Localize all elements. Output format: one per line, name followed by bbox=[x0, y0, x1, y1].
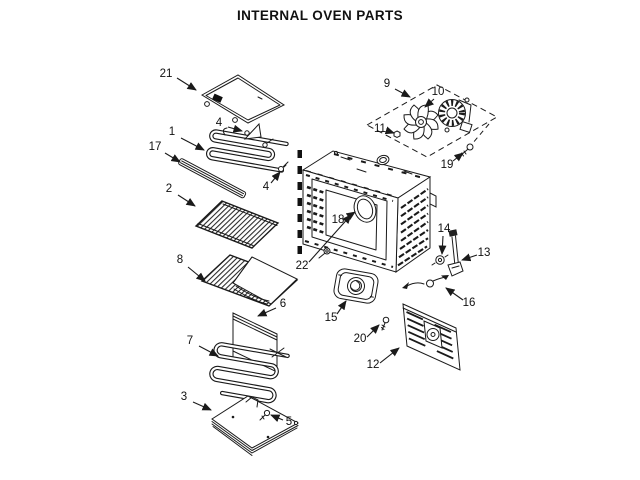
callout-number: 14 bbox=[438, 223, 451, 235]
callout-13: 13 bbox=[461, 247, 491, 262]
screw-19 bbox=[459, 123, 490, 157]
callout-12: 12 bbox=[367, 347, 400, 371]
callout-number: 13 bbox=[478, 247, 491, 259]
callout-17: 17 bbox=[149, 141, 181, 163]
hinge-strip bbox=[297, 150, 302, 254]
callout-16: 16 bbox=[445, 287, 476, 309]
part-fan-assembly bbox=[365, 84, 499, 158]
leader-line bbox=[438, 235, 447, 255]
callout-9: 9 bbox=[384, 78, 411, 98]
leader-line bbox=[192, 401, 212, 411]
leader-line bbox=[187, 266, 206, 282]
callout-number: 17 bbox=[149, 141, 162, 153]
leader-line bbox=[424, 98, 435, 108]
callout-7: 7 bbox=[187, 335, 219, 357]
leader-line bbox=[270, 414, 284, 422]
callout-number: 19 bbox=[441, 159, 454, 171]
leader-line bbox=[394, 88, 411, 98]
callout-5: 5 bbox=[270, 414, 292, 428]
fan-blade bbox=[403, 104, 439, 140]
callout-number: 11 bbox=[374, 123, 386, 135]
callout-1: 1 bbox=[169, 126, 205, 151]
callout-21: 21 bbox=[160, 68, 197, 91]
callout-3: 3 bbox=[181, 391, 212, 411]
callout-14: 14 bbox=[438, 223, 451, 255]
callout-19: 19 bbox=[441, 152, 464, 171]
callout-number: 18 bbox=[332, 214, 345, 226]
callout-2: 2 bbox=[166, 183, 196, 207]
leader-line bbox=[379, 347, 400, 364]
callout-15: 15 bbox=[325, 300, 347, 324]
callout-number: 20 bbox=[354, 333, 367, 345]
leader-line bbox=[336, 300, 347, 315]
callout-number: 4 bbox=[216, 117, 223, 129]
callout-number: 15 bbox=[325, 312, 338, 324]
callout-8: 8 bbox=[177, 254, 206, 282]
leader-line bbox=[461, 253, 478, 262]
leader-line bbox=[308, 214, 352, 263]
leader-line bbox=[345, 211, 356, 221]
callout-layer: 21 4 1 17 2 8 4 22 6 7 3 5 9 10 11 19 18 14 13 16 15 20 12 bbox=[149, 68, 491, 428]
leader-line bbox=[198, 345, 219, 357]
leader-line bbox=[452, 152, 464, 162]
leader-line bbox=[384, 126, 395, 135]
callout-20: 20 bbox=[354, 324, 380, 345]
callout-10: 10 bbox=[424, 86, 445, 108]
callout-number: 1 bbox=[169, 126, 175, 138]
part-top-cover bbox=[201, 74, 286, 124]
callout-number: 5 bbox=[286, 416, 292, 428]
leader-line bbox=[227, 124, 243, 133]
part-bottom-panel bbox=[211, 395, 300, 456]
callout-number: 4 bbox=[263, 181, 270, 193]
part-sensor-bolt bbox=[447, 229, 464, 277]
callout-number: 8 bbox=[177, 254, 183, 266]
callout-number: 10 bbox=[432, 86, 445, 98]
part-oven-rack bbox=[194, 200, 280, 249]
callout-number: 3 bbox=[181, 391, 187, 403]
part-nut-14 bbox=[431, 254, 449, 266]
callout-number: 21 bbox=[160, 68, 173, 80]
callout-6: 6 bbox=[257, 298, 286, 317]
part-rear-panel bbox=[402, 303, 461, 371]
callout-number: 6 bbox=[280, 298, 286, 310]
callout-number: 2 bbox=[166, 183, 172, 195]
leader-line bbox=[366, 324, 380, 338]
part-convection-cover bbox=[333, 268, 379, 304]
screw-22 bbox=[318, 247, 331, 259]
callout-11: 11 bbox=[374, 123, 395, 135]
callout-number: 16 bbox=[463, 297, 476, 309]
callout-22: 22 bbox=[296, 214, 352, 272]
callout-number: 9 bbox=[384, 78, 390, 90]
callout-18: 18 bbox=[332, 211, 356, 226]
leader-line bbox=[176, 77, 197, 91]
callout-number: 12 bbox=[367, 359, 380, 371]
part-wire-16 bbox=[402, 275, 449, 289]
callout-number: 22 bbox=[296, 260, 309, 272]
leader-line bbox=[270, 171, 281, 184]
fan-nut bbox=[393, 130, 401, 139]
leader-line bbox=[445, 287, 464, 301]
leader-line bbox=[180, 137, 205, 151]
part-oven-cavity bbox=[297, 150, 437, 273]
leader-line bbox=[257, 307, 277, 317]
part-element-bracket bbox=[243, 122, 289, 172]
page-title: INTERNAL OVEN PARTS bbox=[236, 8, 404, 23]
part-glide-rack bbox=[200, 254, 299, 307]
callout-4: 4 bbox=[263, 171, 281, 193]
convection-motor bbox=[438, 97, 473, 133]
leader-line bbox=[164, 152, 181, 163]
part-broil-element bbox=[206, 127, 289, 173]
callout-4: 4 bbox=[216, 117, 243, 133]
leader-line bbox=[177, 194, 196, 207]
part-screw-20 bbox=[381, 316, 390, 331]
callout-number: 7 bbox=[187, 335, 193, 347]
